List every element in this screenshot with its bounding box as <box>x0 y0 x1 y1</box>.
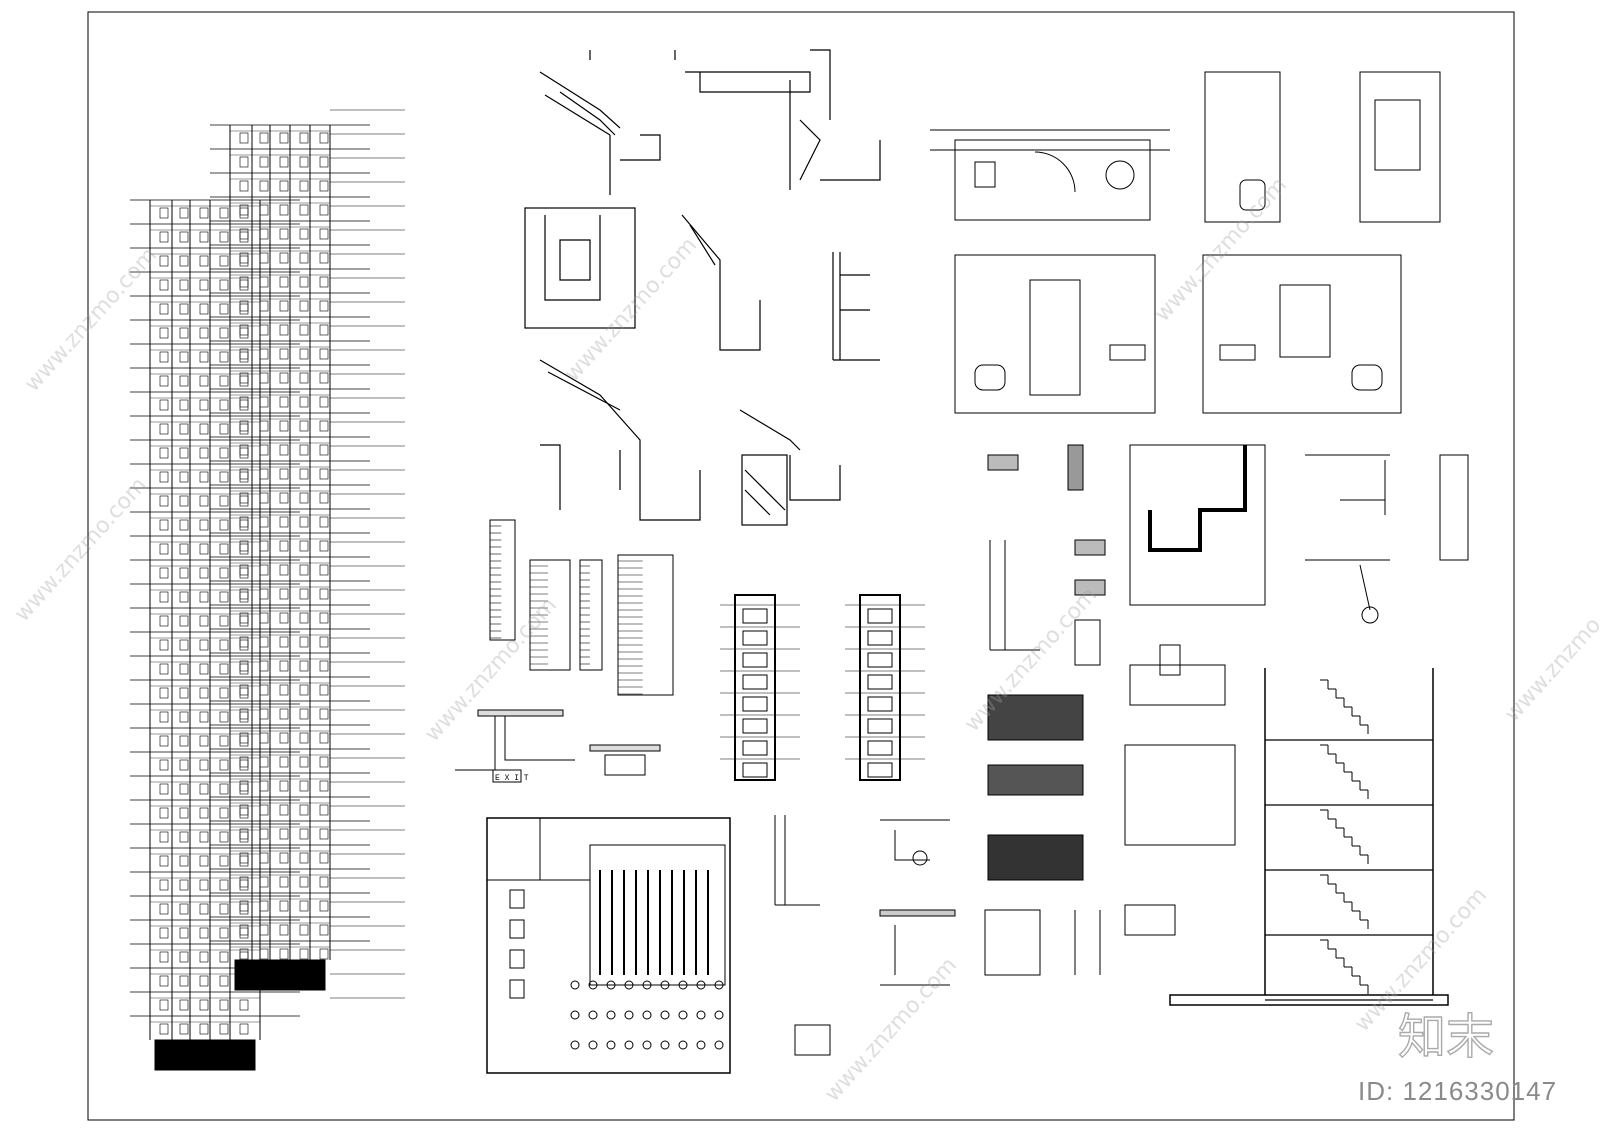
floor-plan <box>486 817 731 1074</box>
exit-sign-detail <box>455 709 575 783</box>
logo-text: 知末 <box>1398 1009 1494 1065</box>
drawing-id-label: ID: 1216330147 <box>1358 1076 1558 1106</box>
tower-section-drawing <box>130 109 405 1071</box>
pipe-section-details <box>774 444 1390 1056</box>
parking-plans <box>489 519 674 696</box>
ceiling-detail <box>589 744 661 776</box>
sheet-border <box>87 11 1515 1121</box>
bathroom-details <box>930 71 1469 976</box>
roof-gutter-details <box>524 49 881 526</box>
brand-logo: 知末 <box>1397 1005 1538 1065</box>
elevator-shaft-sections <box>720 594 925 781</box>
exit-sign-text: E X I T <box>495 774 529 783</box>
stair-section <box>1169 668 1449 1006</box>
